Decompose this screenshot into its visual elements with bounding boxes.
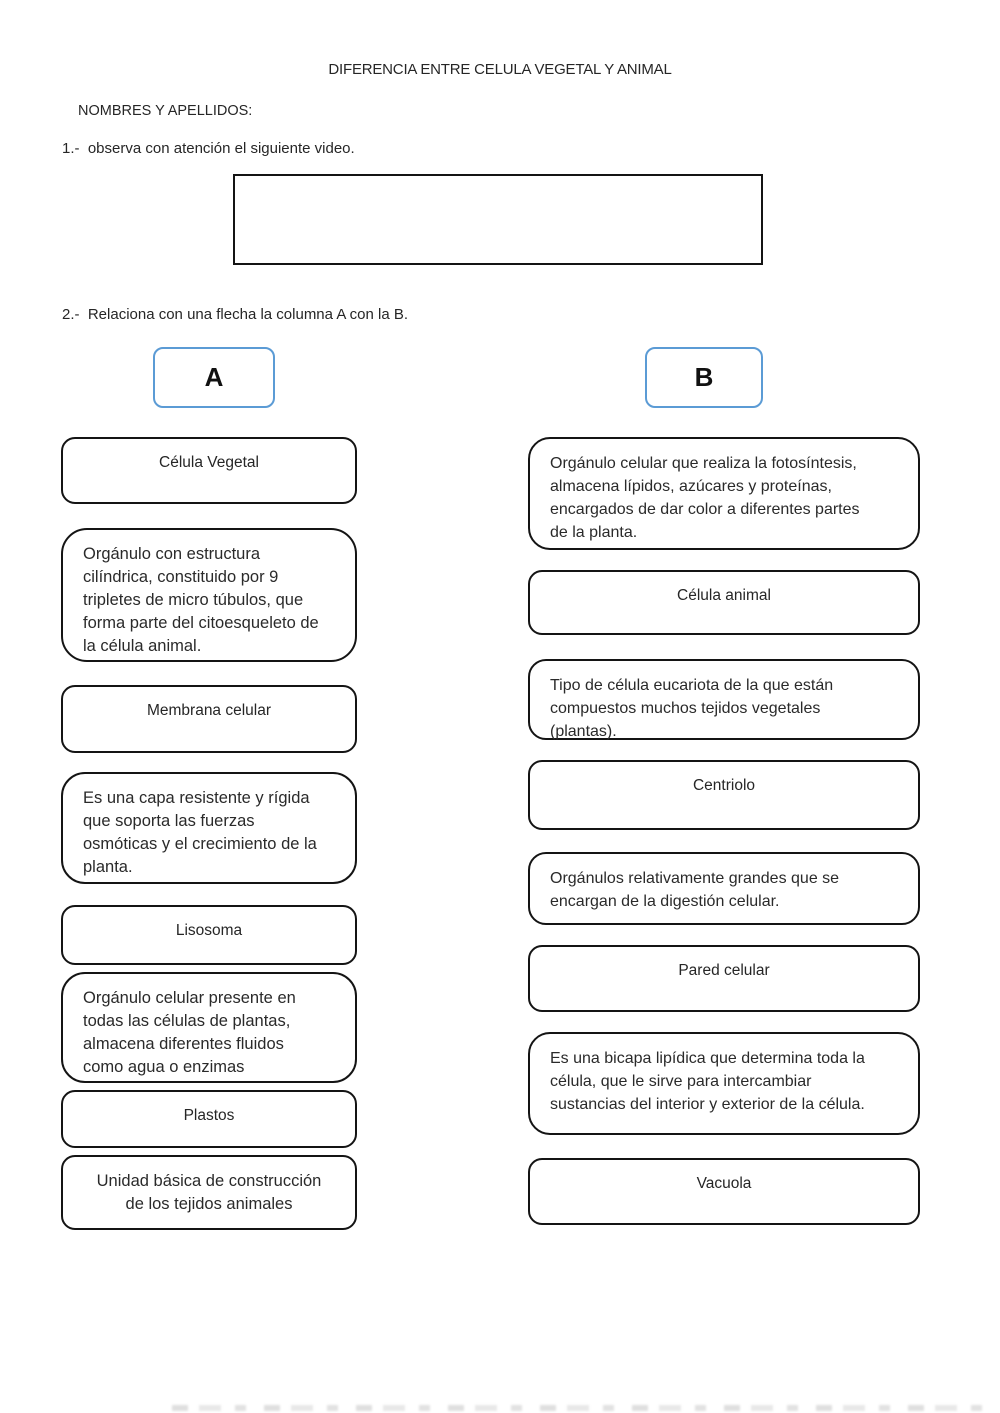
column-a-header: A bbox=[153, 347, 275, 408]
match-box-b6[interactable]: Pared celular bbox=[528, 945, 920, 1012]
match-box-b5[interactable]: Orgánulos relativamente grandes que se e… bbox=[528, 852, 920, 925]
match-box-b8[interactable]: Vacuola bbox=[528, 1158, 920, 1225]
names-label: NOMBRES Y APELLIDOS: bbox=[78, 103, 253, 119]
match-box-a7[interactable]: Plastos bbox=[61, 1090, 357, 1148]
match-box-a3[interactable]: Membrana celular bbox=[61, 685, 357, 753]
match-box-b7[interactable]: Es una bicapa lipídica que determina tod… bbox=[528, 1032, 920, 1135]
bottom-cutoff-artifact bbox=[172, 1405, 984, 1411]
match-box-a2[interactable]: Orgánulo con estructura cilíndrica, cons… bbox=[61, 528, 357, 662]
instruction-step1: 1.- observa con atención el siguiente vi… bbox=[62, 140, 355, 157]
match-box-a1[interactable]: Célula Vegetal bbox=[61, 437, 357, 504]
page-title: DIFERENCIA ENTRE CELULA VEGETAL Y ANIMAL bbox=[328, 61, 672, 78]
match-box-b3[interactable]: Tipo de célula eucariota de la que están… bbox=[528, 659, 920, 740]
match-box-a8[interactable]: Unidad básica de construcción de los tej… bbox=[61, 1155, 357, 1230]
instruction-step2: 2.- Relaciona con una flecha la columna … bbox=[62, 306, 409, 323]
match-box-a4[interactable]: Es una capa resistente y rígida que sopo… bbox=[61, 772, 357, 884]
match-box-b1[interactable]: Orgánulo celular que realiza la fotosínt… bbox=[528, 437, 920, 550]
match-box-b2[interactable]: Célula animal bbox=[528, 570, 920, 635]
column-b-header: B bbox=[645, 347, 763, 408]
video-placeholder[interactable] bbox=[233, 174, 763, 265]
match-box-b4[interactable]: Centriolo bbox=[528, 760, 920, 830]
match-box-a6[interactable]: Orgánulo celular presente en todas las c… bbox=[61, 972, 357, 1083]
match-box-a5[interactable]: Lisosoma bbox=[61, 905, 357, 965]
